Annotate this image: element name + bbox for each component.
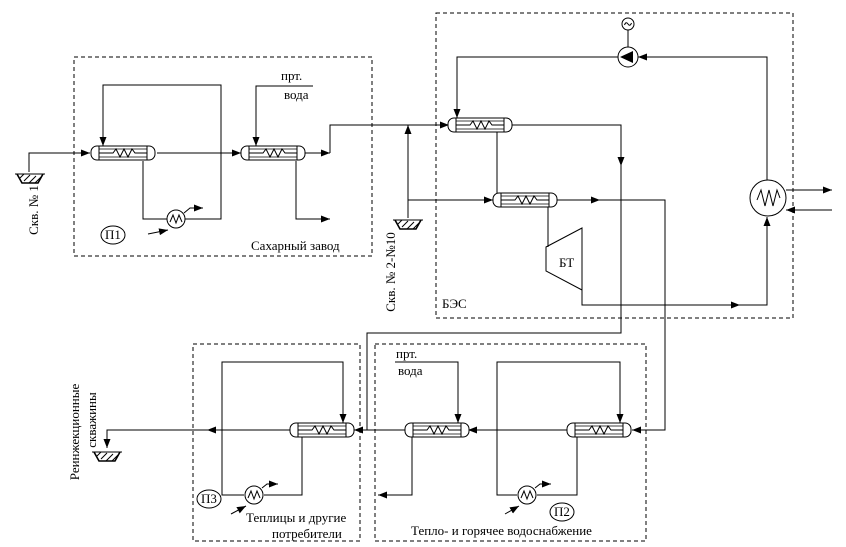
heating-title: Тепло- и горячее водоснабжение bbox=[411, 523, 592, 538]
well1-supply-line bbox=[28, 149, 90, 172]
bes-zone bbox=[435, 12, 794, 319]
flow-arrow bbox=[207, 426, 216, 434]
greenhouses-title-2: потребители bbox=[272, 526, 342, 541]
pump-p1-label: П1 bbox=[105, 227, 121, 242]
feedwater-label-2-bottom: вода bbox=[398, 363, 423, 378]
sugar-factory-zone bbox=[73, 56, 373, 257]
circulation-pump-arrow bbox=[620, 51, 633, 63]
hx1-loop-supply-line bbox=[142, 161, 167, 220]
well2-label: Скв. № 2-№10 bbox=[383, 232, 398, 312]
hx1-loop-return-line bbox=[99, 84, 222, 220]
pump-to-hxb1-line bbox=[453, 56, 618, 118]
pump-p3-icon bbox=[244, 485, 264, 505]
feedwater-label-1-bottom: вода bbox=[284, 87, 309, 102]
heat-exchanger-bes-1 bbox=[447, 117, 513, 133]
flow-arrow bbox=[731, 301, 740, 309]
pump-p2-label: П2 bbox=[554, 504, 570, 519]
pump-p3-label: П3 bbox=[201, 491, 217, 506]
p2-in-line bbox=[504, 505, 520, 515]
heat-exchanger-1 bbox=[90, 145, 156, 161]
pump-p2-icon bbox=[517, 485, 537, 505]
p1-in-line bbox=[147, 228, 169, 236]
pump-p2-badge bbox=[549, 502, 575, 522]
bes-title: БЭС bbox=[442, 296, 467, 311]
feedwater-label-1-top: прт. bbox=[281, 68, 302, 83]
p2-out-line bbox=[534, 480, 551, 489]
condenser-icon bbox=[749, 179, 787, 217]
feedwater-label-2-top: прт. bbox=[396, 346, 417, 361]
well1-label: Скв. № 1 bbox=[26, 185, 41, 235]
condenser-coil bbox=[756, 188, 781, 207]
motor-icon bbox=[621, 17, 635, 31]
sugar-to-bes-line bbox=[329, 121, 449, 153]
pump-p1-icon bbox=[166, 209, 186, 229]
hx4b-loop-line bbox=[496, 361, 624, 496]
pump-p3-badge bbox=[196, 489, 222, 509]
well1-icon bbox=[14, 173, 46, 184]
heating-zone bbox=[374, 343, 647, 542]
heat-exchanger-4a bbox=[404, 422, 470, 438]
heat-exchanger-bes-2 bbox=[492, 192, 558, 208]
p2-to-hx4b-line bbox=[537, 437, 578, 496]
heat-exchanger-3 bbox=[289, 422, 355, 438]
well2-icon bbox=[392, 219, 424, 230]
flow-arrow bbox=[617, 157, 625, 166]
condensate-return-line bbox=[638, 53, 768, 180]
p3-to-hx3-line bbox=[264, 437, 303, 496]
hx4a-bottom-outlet-line bbox=[378, 437, 413, 499]
hxb2-outlet-line bbox=[556, 199, 666, 434]
p1-out-line bbox=[183, 204, 203, 214]
feedwater-line-1 bbox=[252, 85, 313, 146]
pump-p1-badge bbox=[100, 225, 126, 245]
motor-wave-icon bbox=[624, 22, 632, 26]
p3-in-line bbox=[230, 505, 247, 515]
turbine-exhaust-line bbox=[581, 217, 771, 306]
flow-arrow bbox=[591, 196, 600, 204]
reinjection-line bbox=[103, 429, 290, 448]
hxb1-outlet-line bbox=[354, 124, 622, 434]
hx2-bottom-outlet-line bbox=[295, 161, 330, 223]
reinjection-label-1: Реинжекционные bbox=[67, 384, 82, 481]
hx3-loop-line bbox=[221, 361, 347, 496]
turbine-label: БТ bbox=[559, 255, 574, 270]
feedwater-line-2 bbox=[395, 361, 462, 423]
reinjection-label-2: скважины bbox=[84, 392, 99, 448]
heat-exchanger-4b bbox=[566, 422, 632, 438]
sugar-factory-title: Сахарный завод bbox=[251, 238, 340, 253]
p3-out-line bbox=[261, 480, 278, 489]
heat-exchanger-2 bbox=[240, 145, 306, 161]
reinjection-well-icon bbox=[91, 451, 123, 462]
greenhouses-title-1: Теплицы и другие bbox=[246, 510, 346, 525]
